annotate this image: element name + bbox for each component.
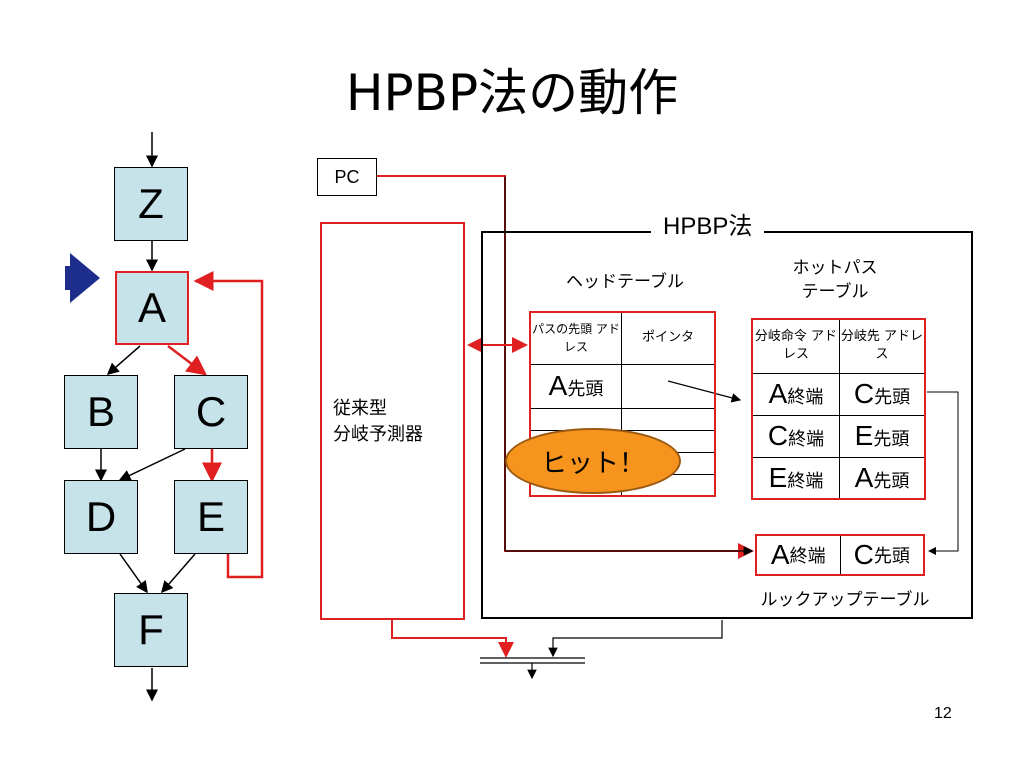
edge-e-a-loop xyxy=(193,271,264,579)
hot-path-table-caption: ホットパス テーブル xyxy=(792,258,878,302)
lookup-table-caption: ルックアップテーブル xyxy=(760,590,930,610)
head-table-caption: ヘッドテーブル xyxy=(566,272,684,292)
node-z: Z xyxy=(114,167,188,241)
hotpath-to-lookup-line xyxy=(927,391,959,555)
hot-path-row-target: E先頭 xyxy=(839,414,926,458)
head-table-row1-address: A先頭 xyxy=(529,363,622,409)
edge-a-b xyxy=(106,345,141,375)
hot-path-row-branch: A終端 xyxy=(751,372,840,416)
hot-path-col2-header: 分岐先 アドレス xyxy=(839,318,926,374)
node-f: F xyxy=(114,593,188,667)
node-a: A xyxy=(115,271,189,345)
hot-path-row-target: C先頭 xyxy=(839,372,926,416)
edge-e-f xyxy=(161,553,196,594)
node-e: E xyxy=(174,480,248,554)
edge-d-f xyxy=(119,553,148,594)
head-table-col2-header: ポインタ xyxy=(621,311,716,365)
page-number: 12 xyxy=(934,705,952,722)
page-title: HPBP法の動作 xyxy=(345,64,679,122)
conventional-predictor-label: 従来型 分岐予測器 xyxy=(333,398,423,445)
hot-path-col1-header: 分岐命令 アドレス xyxy=(751,318,840,374)
head-table-cell xyxy=(529,407,622,431)
hit-bubble: ヒット！ xyxy=(505,428,681,494)
node-d: D xyxy=(64,480,138,554)
head-table-col1-header: パスの先頭 アドレス xyxy=(529,311,622,365)
head-table: パスの先頭 アドレス ポインタ A先頭 xyxy=(529,311,716,497)
node-c: C xyxy=(174,375,248,449)
hot-path-table: 分岐命令 アドレス 分岐先 アドレス A終端 C先頭 C終端 E先頭 E終端 A… xyxy=(751,318,926,500)
edge-c-d xyxy=(118,448,186,481)
edge-a-c xyxy=(167,345,207,376)
current-position-arrow-stem xyxy=(65,266,71,290)
hot-path-row-branch: C終端 xyxy=(751,414,840,458)
hpbp-output-line xyxy=(548,620,723,658)
head-table-row1-pointer xyxy=(621,363,716,409)
pc-box: PC xyxy=(317,158,377,196)
conventional-predictor-box xyxy=(320,222,465,620)
predictor-output-line xyxy=(391,620,514,658)
hot-path-row-target: A先頭 xyxy=(839,456,926,500)
hpbp-title: HPBP法 xyxy=(651,210,765,244)
head-table-cell xyxy=(621,407,716,431)
hot-path-row-branch: E終端 xyxy=(751,456,840,500)
node-b: B xyxy=(64,375,138,449)
current-position-arrow-icon xyxy=(70,253,100,303)
